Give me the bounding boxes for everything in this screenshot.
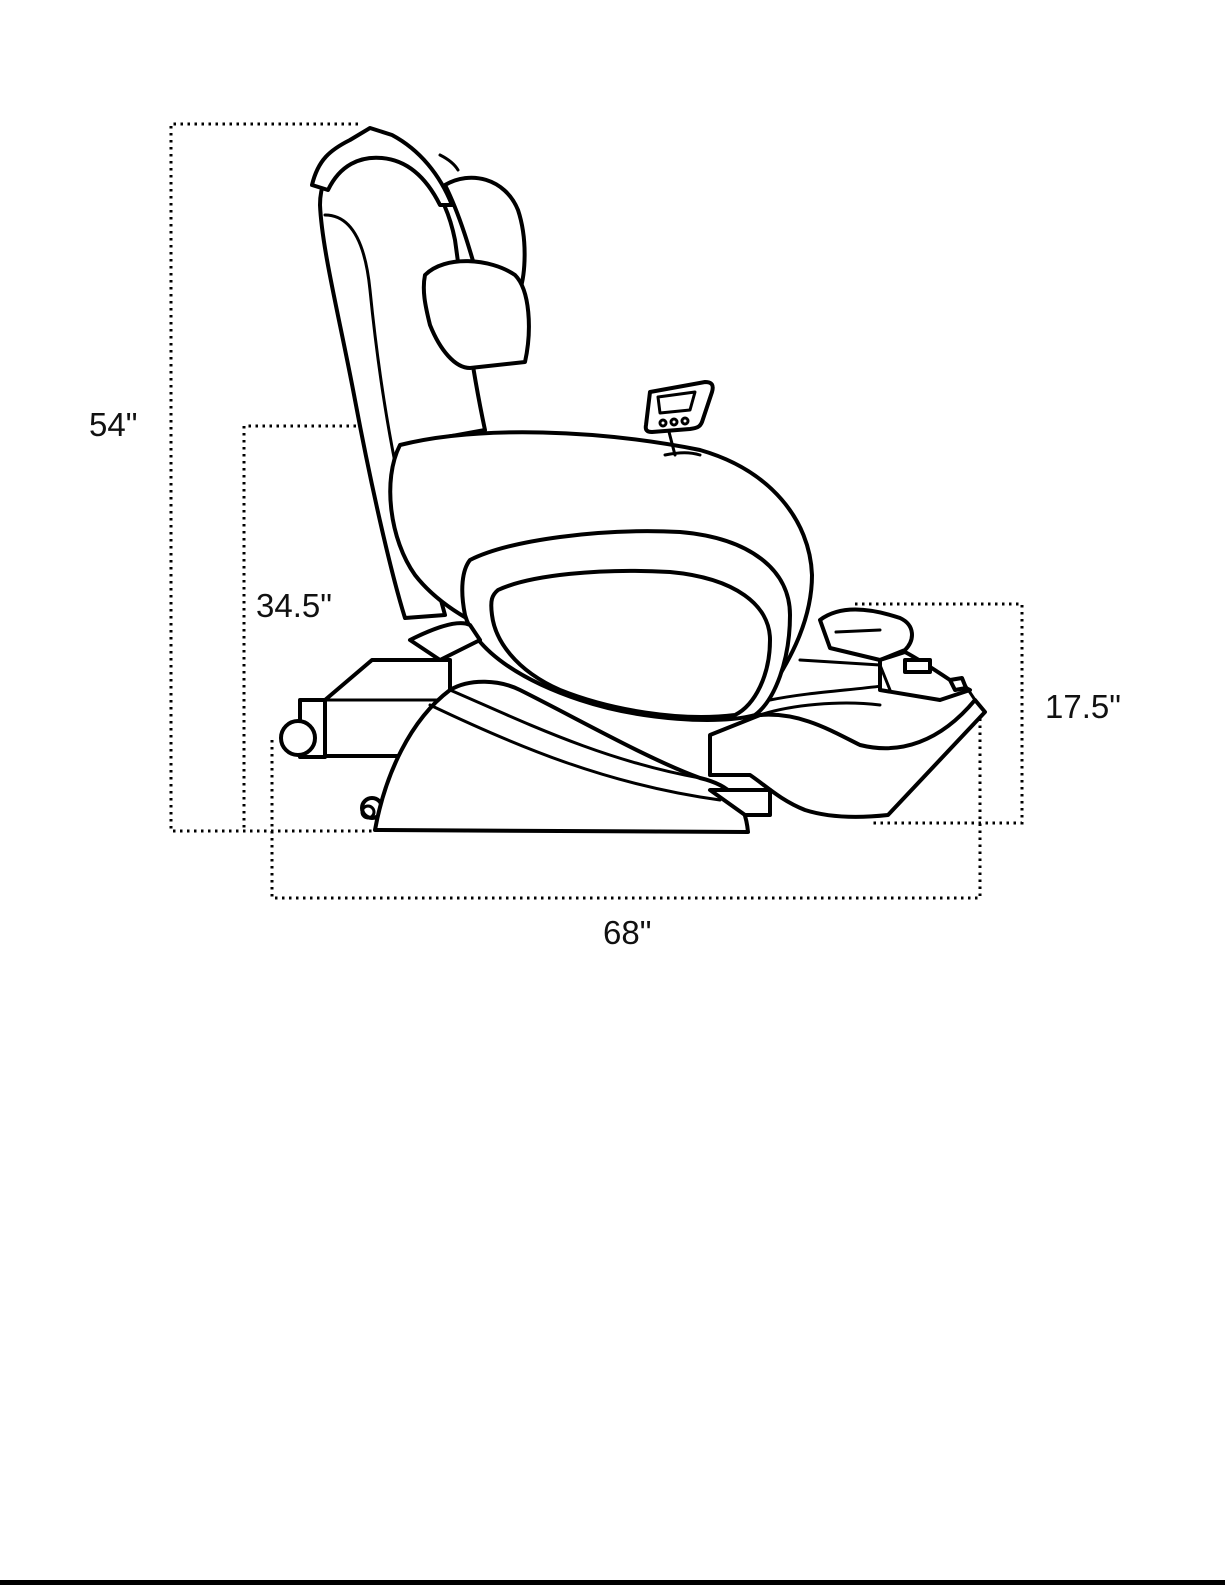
- total-height-label: 54": [89, 406, 137, 443]
- massage-chair: [281, 128, 985, 832]
- seat-height-label: 34.5": [256, 587, 332, 624]
- footrest-height-label: 17.5": [1045, 688, 1121, 725]
- seat-rail: [410, 623, 480, 660]
- rear-roller: [281, 700, 325, 757]
- total-length-label: 68": [603, 914, 651, 951]
- page-bottom-border: [0, 1580, 1225, 1585]
